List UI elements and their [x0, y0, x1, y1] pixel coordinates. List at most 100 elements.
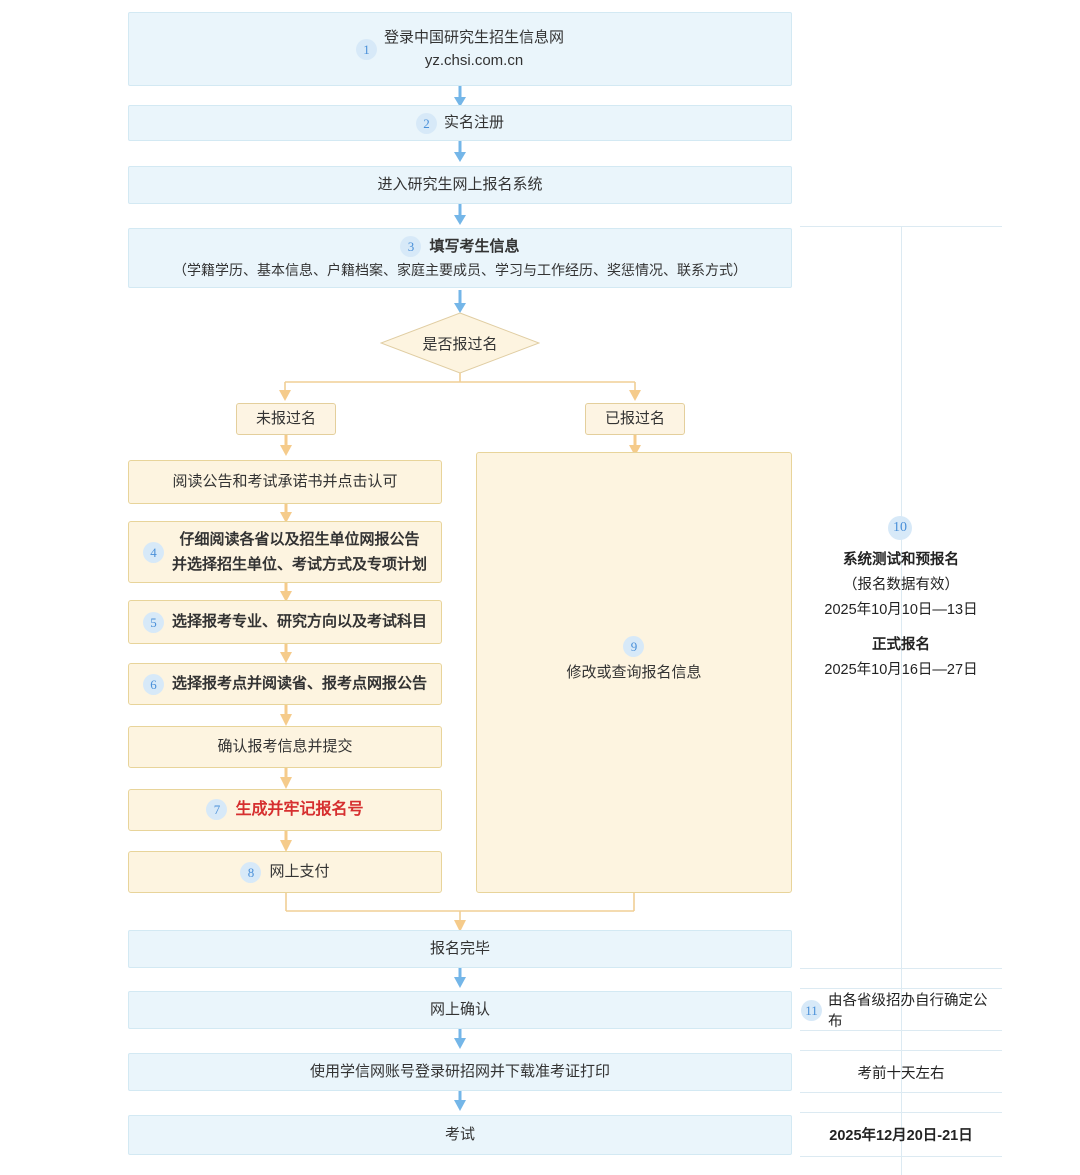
branch-not-registered-label: 未报过名: [255, 410, 316, 428]
node-read-province-announcement[interactable]: 4 仔细阅读各省以及招生单位网报公告 并选择招生单位、考试方式及专项计划: [128, 521, 442, 583]
node-registration-complete-label: 报名完毕: [429, 940, 490, 958]
node-online-payment[interactable]: 8 网上支付: [128, 851, 442, 893]
node-generate-registration-number[interactable]: 7 生成并牢记报名号: [128, 789, 442, 831]
timeline-pretest-date: 2025年10月10日—13日: [824, 601, 978, 618]
branch-not-registered[interactable]: 未报过名: [236, 403, 336, 435]
node-read-announcement[interactable]: 阅读公告和考试承诺书并点击认可: [128, 460, 442, 504]
node-confirm-submit[interactable]: 确认报考信息并提交: [128, 726, 442, 768]
node-choose-exam-site-wrap: 6 选择报考点并阅读省、报考点网报公告: [133, 672, 437, 695]
step-badge-10: 10: [888, 516, 912, 540]
node-enter-online-system[interactable]: 进入研究生网上报名系统: [128, 166, 792, 204]
node-read-province-announcement-line1: 仔细阅读各省以及招生单位网报公告: [179, 531, 420, 549]
node-exam-label: 考试: [444, 1126, 475, 1144]
node-real-name-register[interactable]: 2 实名注册: [128, 105, 792, 141]
grid-hline-3: [800, 1030, 1002, 1031]
node-online-confirmation-wrap: 网上确认: [420, 998, 500, 1021]
node-enter-online-system-label: 进入研究生网上报名系统: [377, 176, 543, 194]
step-badge-5: 5: [142, 611, 164, 633]
step-badge-1: 1: [355, 38, 377, 60]
grid-vline-main: [901, 226, 902, 1175]
timeline-badge-10-wrap: 10: [888, 516, 914, 542]
arrow-down-l5: [278, 768, 294, 790]
timeline-formal-title: 正式报名: [872, 636, 930, 653]
timeline-exam-date-label: 2025年12月20日-21日: [829, 1128, 973, 1144]
arrow-down-t2: [452, 1029, 468, 1050]
node-online-payment-wrap: 8 网上支付: [230, 860, 339, 883]
node-choose-major-label: 选择报考专业、研究方向以及考试科目: [171, 613, 427, 631]
node-download-admission-ticket-wrap: 使用学信网账号登录研招网并下载准考证打印: [300, 1060, 620, 1083]
step-badge-3: 3: [400, 235, 422, 257]
node-download-admission-ticket-label: 使用学信网账号登录研招网并下载准考证打印: [309, 1063, 610, 1081]
node-confirm-submit-wrap: 确认报考信息并提交: [207, 735, 362, 758]
node-choose-major-wrap: 5 选择报考专业、研究方向以及考试科目: [133, 610, 437, 633]
arrow-down-l4: [278, 705, 294, 727]
node-choose-major[interactable]: 5 选择报考专业、研究方向以及考试科目: [128, 600, 442, 644]
node-login-portal-line2: yz.chsi.com.cn: [424, 52, 524, 69]
timeline-formal-date: 2025年10月16日—27日: [824, 661, 978, 678]
arrow-down-l2: [278, 583, 294, 603]
arrow-down-t1: [452, 968, 468, 989]
node-exam[interactable]: 考试: [128, 1115, 792, 1155]
grid-hline-0: [800, 226, 1002, 227]
node-read-announcement-wrap: 阅读公告和考试承诺书并点击认可: [162, 470, 407, 493]
node-login-portal[interactable]: 1 登录中国研究生招生信息网 yz.chsi.com.cn: [128, 12, 792, 86]
step-badge-2: 2: [415, 112, 437, 134]
arrow-down-l6: [278, 831, 294, 853]
node-download-admission-ticket[interactable]: 使用学信网账号登录研招网并下载准考证打印: [128, 1053, 792, 1091]
node-generate-registration-number-label: 生成并牢记报名号: [235, 800, 364, 818]
arrow-down-4: [452, 290, 468, 314]
timeline-ticket-note-label: 考前十天左右: [857, 1066, 945, 1082]
step-badge-8: 8: [240, 861, 262, 883]
node-choose-exam-site-label: 选择报考点并阅读省、报考点网报公告: [171, 675, 427, 693]
branch-already-registered-label: 已报过名: [604, 410, 665, 428]
node-read-province-announcement-line2: 并选择招生单位、考试方式及专项计划: [171, 555, 427, 573]
branch-already-registered[interactable]: 已报过名: [585, 403, 685, 435]
timeline-step10-text: 系统测试和预报名 （报名数据有效） 2025年10月10日—13日 正式报名 2…: [801, 548, 1001, 683]
node-login-portal-line1: 登录中国研究生招生信息网: [383, 28, 564, 46]
step-badge-6: 6: [142, 673, 164, 695]
arrow-down-l3: [278, 644, 294, 664]
arrow-down-t3: [452, 1091, 468, 1112]
node-online-confirmation[interactable]: 网上确认: [128, 991, 792, 1029]
decision-label: 是否报过名: [422, 335, 498, 353]
step-badge-4: 4: [142, 541, 164, 563]
node-choose-exam-site[interactable]: 6 选择报考点并阅读省、报考点网报公告: [128, 663, 442, 705]
node-online-payment-label: 网上支付: [269, 863, 330, 881]
node-generate-registration-number-wrap: 7 生成并牢记报名号: [196, 798, 373, 823]
node-read-province-announcement-wrap: 4 仔细阅读各省以及招生单位网报公告 并选择招生单位、考试方式及专项计划: [133, 528, 437, 576]
grid-hline-2: [800, 988, 1002, 989]
node-exam-wrap: 考试: [435, 1123, 485, 1146]
node-login-portal-text: 登录中国研究生招生信息网 yz.chsi.com.cn: [384, 26, 564, 73]
grid-hline-4: [800, 1050, 1002, 1051]
timeline-step11-row: 11 由各省级招办自行确定公布: [801, 993, 1001, 1030]
node-online-confirmation-label: 网上确认: [429, 1001, 490, 1019]
node-fill-candidate-info-title-row: 3 填写考生信息: [390, 235, 529, 258]
node-registration-complete[interactable]: 报名完毕: [128, 930, 792, 968]
step-badge-7: 7: [206, 799, 228, 821]
node-fill-candidate-info-detail: （学籍学历、基本信息、户籍档案、家庭主要成员、学习与工作经历、奖惩情况、联系方式…: [173, 261, 747, 278]
decision-registered-before[interactable]: 是否报过名: [380, 312, 540, 374]
timeline-ticket-note: 考前十天左右: [801, 1062, 1001, 1087]
timeline-step11-label: 由各省级招办自行确定公布: [828, 993, 988, 1030]
arrow-down-2: [452, 141, 468, 163]
timeline-pretest-title: 系统测试和预报名: [843, 552, 959, 568]
node-fill-candidate-info[interactable]: 3 填写考生信息 （学籍学历、基本信息、户籍档案、家庭主要成员、学习与工作经历、…: [128, 228, 792, 288]
grid-hline-7: [800, 1156, 1002, 1157]
node-confirm-submit-label: 确认报考信息并提交: [217, 738, 353, 756]
arrow-down-branch-right: [627, 435, 643, 457]
branch-not-registered-label-wrap: 未报过名: [246, 407, 326, 430]
arrow-down-l1: [278, 504, 294, 524]
arrow-down-branch-left: [278, 435, 294, 457]
arrow-down-1: [452, 86, 468, 108]
node-registration-complete-wrap: 报名完毕: [420, 937, 500, 960]
grid-hline-5: [800, 1092, 1002, 1093]
node-real-name-register-label: 实名注册: [443, 114, 504, 132]
node-modify-query-registration-content: 9 修改或查询报名信息: [566, 635, 702, 684]
arrow-down-3: [452, 204, 468, 226]
branch-split-connector: [275, 373, 645, 405]
node-read-province-announcement-text: 仔细阅读各省以及招生单位网报公告 并选择招生单位、考试方式及专项计划: [172, 528, 427, 576]
node-modify-query-registration[interactable]: 9 修改或查询报名信息: [476, 452, 792, 893]
timeline-pretest-sub: （报名数据有效）: [843, 576, 959, 593]
step-badge-9: 9: [623, 635, 645, 657]
